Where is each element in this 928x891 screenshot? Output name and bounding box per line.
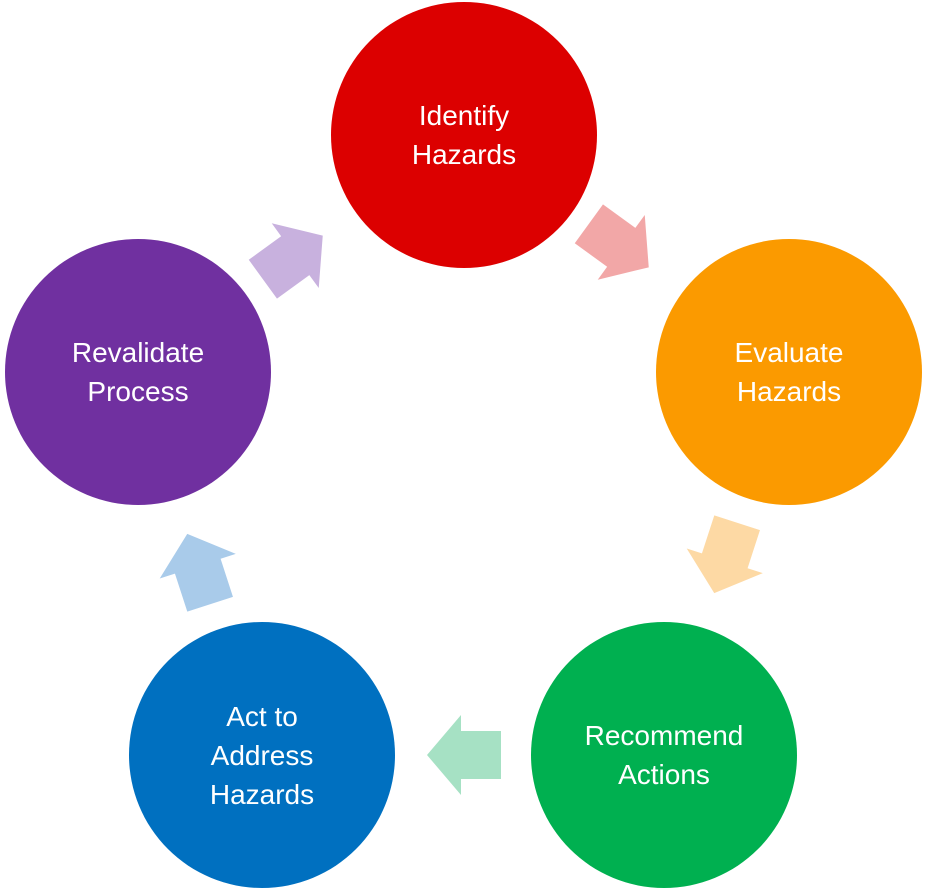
step-label-line: Process xyxy=(87,376,189,407)
step-label-line: Identify xyxy=(418,100,510,131)
arrow-revalidate-to-identify xyxy=(239,203,347,312)
step-label-line: Act to xyxy=(226,700,298,732)
step-label-line: Revalidate xyxy=(71,337,205,368)
arrow-act-to-revalidate xyxy=(149,521,249,617)
step-identify-hazards: Identify Hazards xyxy=(331,2,597,268)
step-evaluate-hazards: Evaluate Hazards xyxy=(656,239,922,505)
arrow-identify-to-evaluate xyxy=(565,191,673,300)
step-label-line: Address xyxy=(210,739,314,771)
arrow-evaluate-to-recommend xyxy=(676,510,776,606)
arrow-recommend-to-act xyxy=(427,715,501,795)
step-label-line: Evaluate xyxy=(734,337,844,368)
step-label-line: Actions xyxy=(618,759,710,790)
step-recommend-actions: Recommend Actions xyxy=(531,622,797,888)
step-label-line: Hazards xyxy=(411,139,517,170)
step-act-to-address-hazards: Act to Address Hazards xyxy=(129,622,395,888)
step-label-line: Hazards xyxy=(736,376,842,407)
step-revalidate-process: Revalidate Process xyxy=(5,239,271,505)
step-label-line: Hazards xyxy=(209,778,315,810)
step-label-line: Recommend xyxy=(584,720,744,751)
